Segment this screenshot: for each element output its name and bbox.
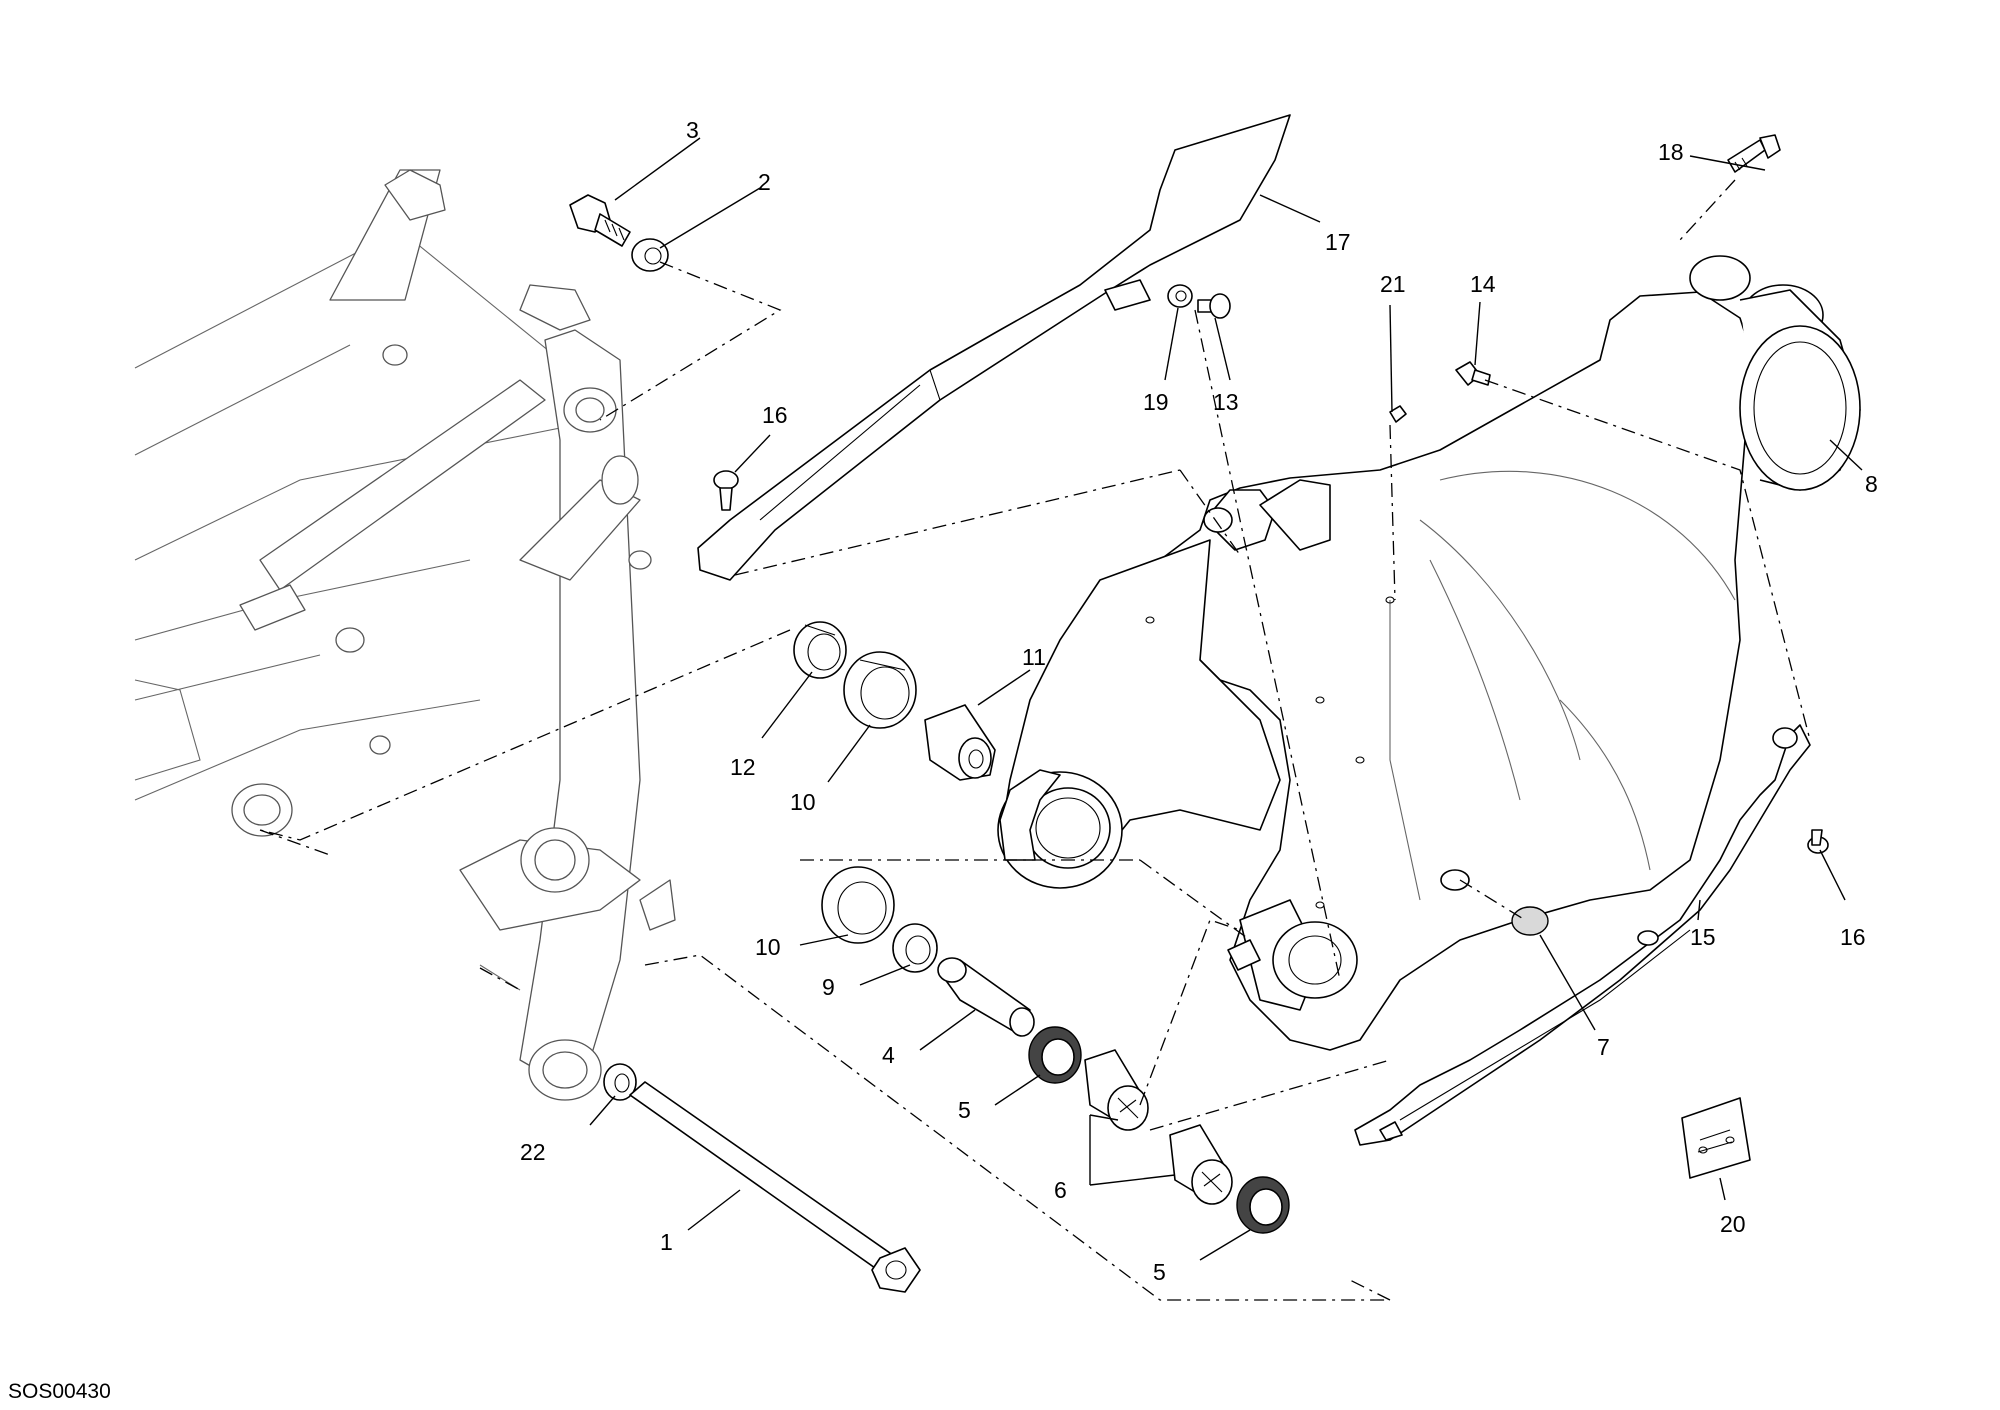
bolt-part-18: [1727, 134, 1781, 173]
screw-part-21: [1389, 405, 1407, 423]
assembly-lines: [259, 179, 1811, 1301]
ring-part-9: [892, 923, 938, 973]
callout-10-upper: 10: [790, 789, 816, 815]
callout-11: 11: [1022, 644, 1046, 670]
plug-part-7: [1511, 906, 1549, 936]
callout-2: 2: [758, 169, 771, 195]
callout-5-lower: 5: [1153, 1259, 1166, 1285]
callout-labels: 3 2 17 21 14 18 8 16 19 13 11 12 10 10 9…: [520, 117, 1878, 1285]
screw-part-14: [1455, 361, 1491, 386]
callout-4: 4: [882, 1042, 895, 1068]
spacer-part-11: [924, 704, 996, 781]
callout-10-lower: 10: [755, 934, 781, 960]
callout-3: 3: [686, 117, 699, 143]
callout-19: 19: [1143, 389, 1169, 415]
frame-drawing: [134, 169, 676, 1101]
seal-part-5-lower: [1236, 1176, 1290, 1234]
plate-part-20: [1681, 1097, 1751, 1179]
callout-15: 15: [1690, 924, 1716, 950]
washer-part-22: [603, 1063, 637, 1101]
callout-16-upper: 16: [762, 402, 788, 428]
callout-13: 13: [1213, 389, 1239, 415]
callout-5-upper: 5: [958, 1097, 971, 1123]
callout-1: 1: [660, 1229, 673, 1255]
needle-bearing-part-6-upper: [1084, 1049, 1149, 1131]
chain-guard-part-15: [1354, 724, 1811, 1146]
callout-16-lower: 16: [1840, 924, 1866, 950]
swingarm-drawing: [997, 255, 1861, 1051]
callout-6: 6: [1054, 1177, 1067, 1203]
callout-21: 21: [1380, 271, 1406, 297]
callout-14: 14: [1470, 271, 1496, 297]
callout-12: 12: [730, 754, 756, 780]
sleeve-part-4: [937, 957, 1035, 1037]
callout-17: 17: [1325, 229, 1351, 255]
callout-18: 18: [1658, 139, 1684, 165]
leader-lines: [589, 137, 1863, 1261]
washer-part-19: [1167, 284, 1193, 308]
bolt-part-3: [569, 194, 631, 247]
seal-part-5-upper: [1028, 1026, 1082, 1084]
bearing-part-10-lower: [821, 866, 895, 944]
screw-part-13: [1197, 293, 1231, 319]
bushing-part-12: [793, 621, 847, 679]
pivot-shaft-part-1: [629, 1081, 921, 1293]
callout-8: 8: [1865, 471, 1878, 497]
callout-20: 20: [1720, 1211, 1746, 1237]
callout-9: 9: [822, 974, 835, 1000]
callout-7: 7: [1597, 1034, 1610, 1060]
needle-bearing-part-6-lower: [1169, 1124, 1233, 1205]
screw-part-16-lower: [1807, 829, 1829, 854]
washer-part-2: [631, 238, 669, 272]
drawing-code: SOS00430: [8, 1380, 111, 1403]
bearing-part-10-upper: [843, 651, 917, 729]
callout-22: 22: [520, 1139, 546, 1165]
screw-part-16-upper: [713, 470, 739, 511]
chain-guard-part-17: [697, 114, 1291, 581]
